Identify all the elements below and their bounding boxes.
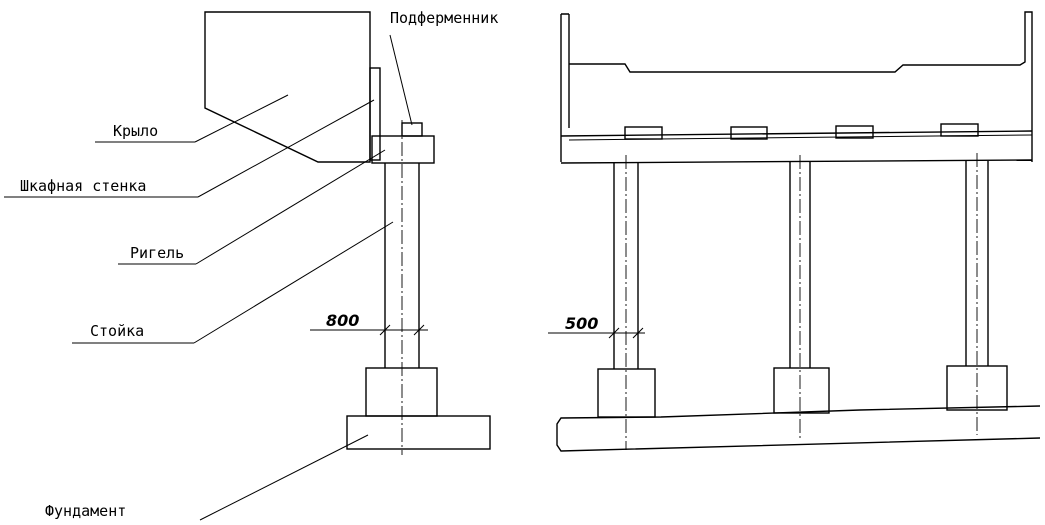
crossbeam-front-top (560, 130, 1033, 137)
dim-500-tick-right (632, 327, 644, 339)
dim-800-tick-right (413, 324, 425, 336)
leader-stoyka (193, 221, 394, 344)
dim-500-label: 500 (565, 314, 598, 333)
pedestal-front-1 (624, 126, 663, 140)
crossbeam-side (371, 135, 435, 164)
wing-outline (204, 11, 371, 163)
label-podfermennik: Подферменник (390, 9, 498, 27)
foundation-slab-front (556, 405, 1041, 452)
pedestal-front-4 (940, 123, 979, 137)
cabinet-wall (369, 67, 381, 161)
cabinet-wall-front (560, 11, 1033, 162)
footing-block-1 (597, 368, 656, 418)
label-fundament: Фундамент (45, 502, 126, 520)
label-shkafnaya: Шкафная стенка (20, 177, 146, 195)
footing-block-side (365, 367, 438, 417)
crossbeam-front-bottom (560, 159, 1033, 164)
pedestal-front-2 (730, 126, 768, 140)
label-rigel: Ригель (130, 244, 184, 262)
leader-krylo (194, 94, 289, 143)
footing-block-3 (946, 365, 1008, 411)
dim-800-label: 800 (326, 311, 359, 330)
label-krylo: Крыло (113, 122, 158, 140)
front-view: 500 (548, 11, 1041, 452)
foundation-slab-side (346, 415, 491, 450)
label-stoyka: Стойка (90, 322, 144, 340)
leader-podfermennik (389, 34, 413, 126)
side-view: 800 (4, 11, 491, 521)
dim-500-tick-left (608, 327, 620, 339)
leader-fundament (199, 434, 369, 521)
footing-block-2 (773, 367, 830, 414)
leader-rigel (195, 149, 386, 265)
leader-shkafnaya (197, 99, 375, 198)
dim-800-tick-left (379, 324, 391, 336)
pedestal-front-3 (835, 125, 874, 139)
